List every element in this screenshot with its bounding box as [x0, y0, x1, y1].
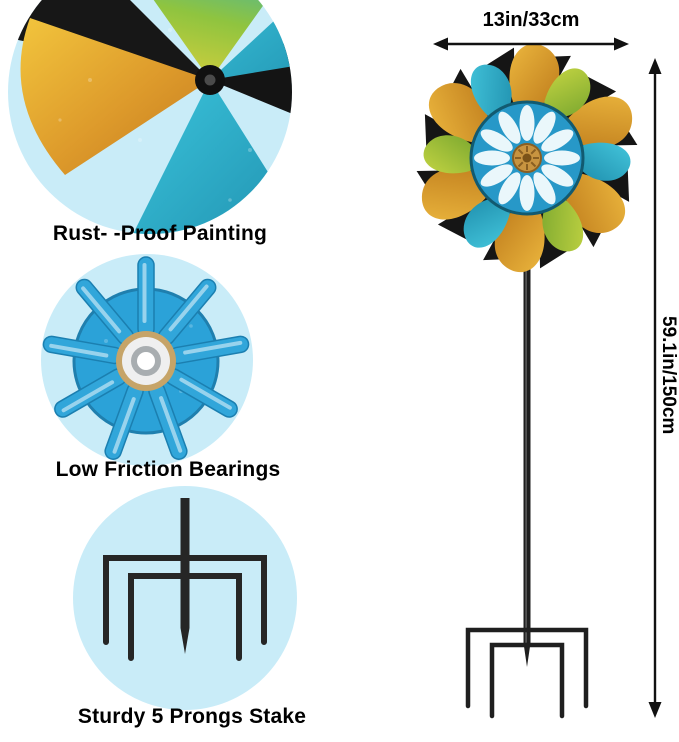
height-dimension-arrow [648, 58, 662, 718]
hub-medallion-spokes [515, 146, 539, 170]
closeup-center-stake [180, 498, 190, 628]
spinner-flower-petals [474, 105, 580, 211]
spinner-hub-center [522, 153, 532, 163]
five-prong-base [465, 627, 589, 719]
callout-label-bearings: Low Friction Bearings [55, 458, 281, 481]
stake-tip [523, 643, 531, 667]
width-dimension-arrow [433, 37, 629, 51]
closeup-stake-tip [180, 628, 190, 654]
height-dimension-label: 59.1in/150cm [658, 316, 679, 435]
callout-label-rustproof: Rust- -Proof Painting [52, 222, 268, 245]
callout-bearing-image [41, 254, 253, 466]
callout-label-stake: Sturdy 5 Prongs Stake [77, 705, 307, 728]
callout-stake-image [73, 486, 297, 710]
wind-spinner [416, 43, 638, 273]
width-dimension-label: 13in/33cm [482, 9, 580, 31]
bearing-spokes [42, 256, 250, 460]
bearing-hub-closeup [42, 256, 250, 460]
product-photo [416, 43, 638, 719]
prong-stake-closeup [103, 555, 267, 661]
spinner-outer-blades [416, 43, 638, 273]
stake-pole [523, 150, 531, 667]
